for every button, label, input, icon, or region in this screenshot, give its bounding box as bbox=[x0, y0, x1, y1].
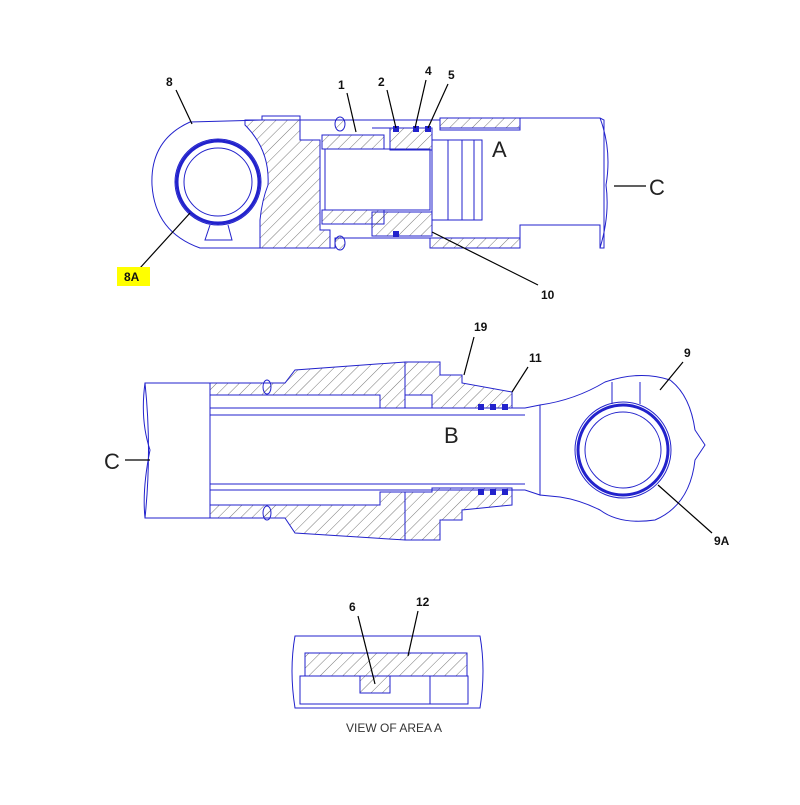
gland-upper bbox=[404, 361, 513, 409]
leader-1 bbox=[346, 92, 357, 133]
label-c-bottom: C bbox=[104, 449, 120, 474]
detail-base bbox=[299, 675, 469, 705]
label-1[interactable]: 1 bbox=[338, 78, 345, 92]
inner-rod-detail bbox=[431, 139, 483, 221]
seal-2 bbox=[393, 126, 399, 132]
label-area-a: A bbox=[492, 137, 507, 162]
leader-4 bbox=[414, 79, 427, 129]
leader-8 bbox=[175, 89, 193, 125]
piston-body bbox=[372, 127, 433, 151]
head-section-hatch bbox=[244, 119, 331, 249]
seal-4 bbox=[413, 126, 419, 132]
tube-oring-bottom bbox=[262, 505, 272, 521]
top-assembly bbox=[151, 115, 609, 251]
leader-8a bbox=[139, 212, 191, 269]
label-8a[interactable]: 8A bbox=[124, 270, 140, 284]
piston-body-lower bbox=[371, 211, 433, 237]
bottom-assembly bbox=[142, 361, 706, 541]
tube-oring-top bbox=[262, 379, 272, 395]
rod-seal-1 bbox=[478, 404, 484, 410]
grease-fitting bbox=[204, 224, 233, 241]
rod-seal-5 bbox=[490, 489, 496, 495]
piston-nut bbox=[321, 134, 385, 150]
label-6[interactable]: 6 bbox=[349, 600, 356, 614]
rod-end-bore bbox=[324, 148, 431, 211]
label-10[interactable]: 10 bbox=[541, 288, 555, 302]
detail-outline bbox=[291, 635, 484, 709]
tube-lower-wall bbox=[209, 491, 406, 541]
leader-2 bbox=[386, 89, 397, 129]
rod-eye-inner bbox=[584, 411, 662, 489]
label-9a[interactable]: 9A bbox=[714, 534, 730, 548]
leader-9a bbox=[657, 484, 713, 534]
label-4[interactable]: 4 bbox=[425, 64, 432, 78]
seal-5 bbox=[425, 126, 431, 132]
label-12[interactable]: 12 bbox=[416, 595, 430, 609]
detail-hatch-6 bbox=[359, 675, 391, 694]
leader-12 bbox=[407, 610, 419, 657]
label-c-top: C bbox=[649, 175, 665, 200]
eye-body-outline bbox=[151, 115, 605, 249]
wiper-top bbox=[334, 116, 346, 132]
tube-upper-wall bbox=[209, 361, 406, 409]
leader-19 bbox=[463, 336, 475, 376]
label-11[interactable]: 11 bbox=[529, 351, 542, 365]
highlight-8a bbox=[117, 267, 150, 286]
break-line-bottom bbox=[142, 382, 151, 519]
barrel-top-wall bbox=[439, 117, 521, 129]
tube-outline bbox=[144, 382, 211, 519]
wiper-bottom bbox=[334, 235, 346, 251]
rod-seal-2 bbox=[490, 404, 496, 410]
piston-rod bbox=[210, 404, 541, 496]
label-9[interactable]: 9 bbox=[684, 346, 691, 360]
label-19[interactable]: 19 bbox=[474, 320, 488, 334]
label-area-b: B bbox=[444, 423, 459, 448]
leader-11 bbox=[511, 366, 529, 393]
label-8[interactable]: 8 bbox=[166, 75, 173, 89]
leader-6 bbox=[357, 615, 376, 685]
rod-seal-4 bbox=[478, 489, 484, 495]
gland-lower bbox=[404, 487, 513, 541]
rod-eye-bushing-9a bbox=[576, 403, 670, 497]
caption-view-area-a: VIEW OF AREA A bbox=[346, 721, 442, 735]
leader-lines bbox=[125, 79, 713, 685]
area-a-detail bbox=[291, 635, 484, 709]
eye-bore-outer bbox=[174, 138, 262, 226]
label-2[interactable]: 2 bbox=[378, 75, 385, 89]
leader-9 bbox=[659, 361, 684, 391]
leader-5 bbox=[427, 83, 449, 129]
rod-seal-3 bbox=[502, 404, 508, 410]
break-line-top bbox=[599, 117, 609, 249]
rod-eye-cap bbox=[611, 382, 641, 404]
detail-hatch-12 bbox=[304, 652, 468, 677]
rod-eye-bore bbox=[574, 401, 672, 499]
eye-bushing-8a bbox=[175, 139, 261, 225]
rod-seal-6 bbox=[502, 489, 508, 495]
eye-bore-inner bbox=[183, 147, 253, 217]
rod-eye-body bbox=[539, 374, 706, 522]
leader-10 bbox=[431, 231, 539, 286]
label-5[interactable]: 5 bbox=[448, 68, 455, 82]
barrel-bottom-wall bbox=[429, 237, 521, 249]
seal-lower bbox=[393, 231, 399, 237]
